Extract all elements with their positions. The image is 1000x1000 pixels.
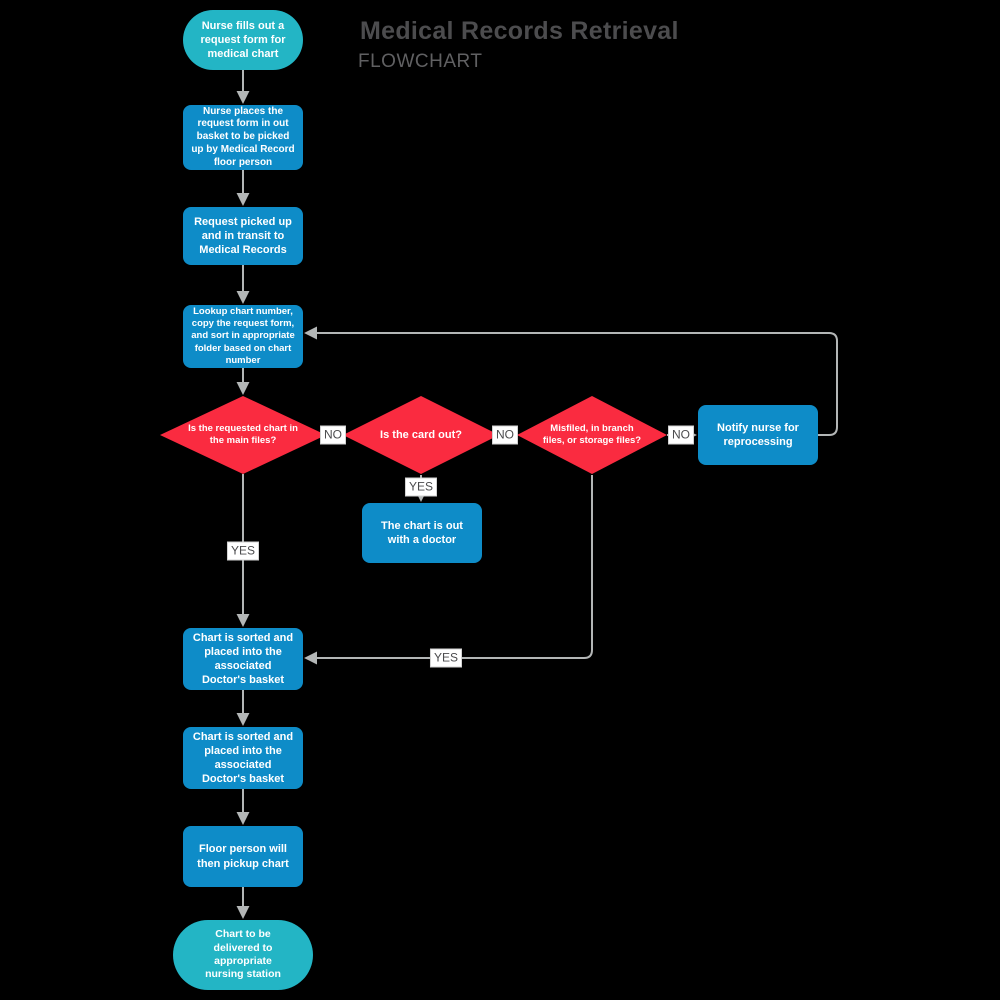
node-label: Request picked up and in transit to Medi… (194, 215, 292, 257)
chart-title: Medical Records Retrieval (360, 17, 679, 45)
node-sorted-basket-2: Chart is sorted and placed into the asso… (183, 727, 303, 789)
edge-label-yes-card-out: YES (404, 477, 438, 497)
node-label: Floor person will then pickup chart (197, 843, 289, 870)
edge-label-yes-main-files: YES (226, 541, 260, 561)
edge-misfiled-yes-to-sorted (304, 475, 593, 665)
node-label: Notify nurse for reprocessing (717, 421, 799, 448)
node-start: Nurse fills out a request form for medic… (183, 10, 303, 70)
edge-notify-feedback-to-lookup (304, 326, 838, 436)
node-label: Misfiled, in branch files, or storage fi… (542, 422, 642, 446)
chart-subtitle: FLOWCHART (358, 51, 483, 72)
node-label: Lookup chart number, copy the request fo… (191, 306, 295, 366)
node-label: Nurse places the request form in out bas… (191, 105, 295, 168)
node-label: Is the card out? (380, 428, 462, 441)
edge-label-no-main-files: NO (320, 425, 346, 445)
node-sorted-basket-1: Chart is sorted and placed into the asso… (183, 628, 303, 690)
node-in-transit: Request picked up and in transit to Medi… (183, 207, 303, 265)
node-label: Chart to be delivered to appropriate nur… (205, 928, 281, 981)
node-label: Nurse fills out a request form for medic… (200, 19, 286, 61)
node-notify-nurse: Notify nurse for reprocessing (698, 405, 818, 465)
node-chart-with-doctor: The chart is out with a doctor (362, 503, 482, 563)
edge-label-yes-misfiled: YES (429, 648, 463, 668)
node-label: Chart is sorted and placed into the asso… (192, 631, 294, 687)
node-label: Chart is sorted and placed into the asso… (192, 730, 294, 786)
edge-label-no-misfiled: NO (668, 425, 694, 445)
node-label: The chart is out with a doctor (381, 519, 463, 546)
node-end: Chart to be delivered to appropriate nur… (173, 920, 313, 990)
node-label: Is the requested chart in the main files… (188, 422, 298, 446)
node-place-form: Nurse places the request form in out bas… (183, 105, 303, 170)
node-floor-pickup: Floor person will then pickup chart (183, 826, 303, 887)
node-lookup: Lookup chart number, copy the request fo… (183, 305, 303, 368)
edge-label-no-card-out: NO (492, 425, 518, 445)
